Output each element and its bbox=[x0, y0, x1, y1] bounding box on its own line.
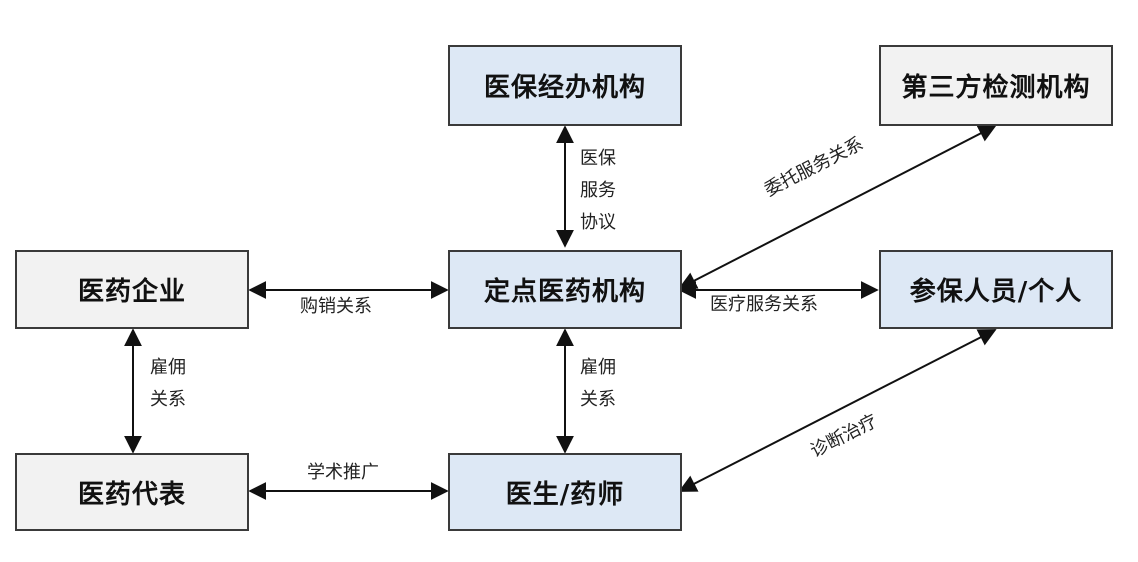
node-insurance-agency: 医保经办机构 bbox=[448, 45, 682, 126]
node-pharma-rep: 医药代表 bbox=[15, 453, 249, 531]
node-doctor-pharmacist: 医生/药师 bbox=[448, 453, 682, 531]
label-employment-center: 雇佣 关系 bbox=[580, 357, 616, 410]
arrow-lab-institution bbox=[678, 125, 997, 289]
node-pharma-company: 医药企业 bbox=[15, 250, 249, 329]
arrow-insured-doctor bbox=[678, 329, 997, 492]
label-insurance-service-agreement: 医保 服务 协议 bbox=[580, 148, 616, 233]
node-designated-institution: 定点医药机构 bbox=[448, 250, 682, 329]
label-employment-left: 雇佣 关系 bbox=[150, 357, 186, 410]
node-third-party-lab: 第三方检测机构 bbox=[879, 45, 1113, 126]
label-academic-promotion: 学术推广 bbox=[307, 462, 379, 483]
node-insured-person: 参保人员/个人 bbox=[879, 250, 1113, 329]
label-purchase-sales: 购销关系 bbox=[300, 296, 372, 317]
label-medical-service: 医疗服务关系 bbox=[710, 294, 818, 315]
